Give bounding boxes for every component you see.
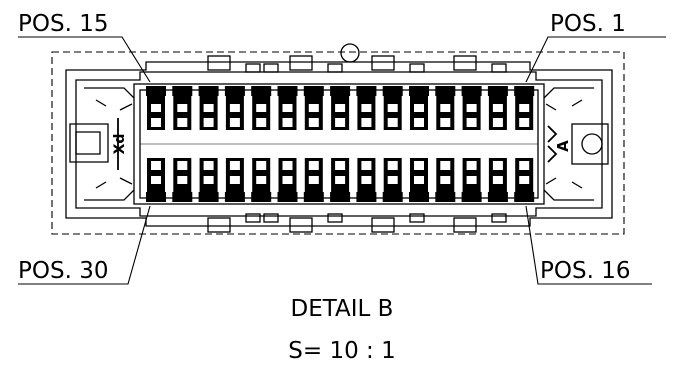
detail-boundary (51, 51, 625, 235)
top-notch-4 (409, 63, 425, 73)
top-notch-2 (263, 63, 279, 73)
pin-top-3 (198, 86, 219, 130)
pin-bottom-2 (172, 158, 193, 202)
edge-tabs (207, 55, 507, 233)
top-tab-1 (207, 55, 231, 71)
label-pos-16: POS. 16 (540, 258, 630, 284)
pin-bottom-3 (198, 158, 219, 202)
pin-top-11 (409, 86, 429, 130)
leader-lines (18, 36, 666, 285)
pin-row-top (146, 86, 535, 130)
pin-top-15 (514, 86, 535, 130)
pin-top-14 (487, 86, 508, 130)
pin-bottom-12 (435, 158, 456, 202)
pin-top-1 (146, 86, 166, 130)
pin-top-2 (172, 86, 193, 130)
label-pos-30: POS. 30 (18, 258, 108, 284)
pin-bottom-13 (461, 158, 482, 202)
scale-label: S= 10 : 1 (288, 338, 395, 364)
logo-mark: Xd (112, 134, 128, 155)
pin-bottom-6 (277, 158, 298, 202)
right-latch-hole (581, 133, 603, 155)
pin-bottom-8 (330, 158, 351, 202)
bottom-tab-4 (453, 217, 477, 233)
detail-title: DETAIL B (291, 296, 394, 322)
leader-pos-16 (525, 205, 652, 285)
top-tab-3 (371, 55, 395, 71)
pin-bottom-15 (514, 158, 535, 202)
bottom-tab-3 (371, 217, 395, 233)
bottom-notch-2 (263, 213, 279, 223)
reference-circle (340, 43, 360, 63)
pin-bottom-7 (303, 158, 324, 202)
top-notch-3 (327, 63, 343, 73)
left-latch (69, 87, 135, 201)
pin-top-10 (382, 86, 403, 130)
pin-bottom-5 (251, 158, 272, 202)
bottom-notch-5 (491, 213, 507, 223)
pin-bottom-11 (409, 158, 429, 202)
pin-row-bottom (146, 158, 535, 202)
top-notch-5 (491, 63, 507, 73)
top-tab-4 (453, 55, 477, 71)
pin-bottom-9 (356, 158, 377, 202)
leader-pos-1 (525, 36, 666, 83)
pin-bottom-4 (224, 158, 245, 202)
pin-top-12 (435, 86, 456, 130)
polarity-mark: A (554, 140, 572, 152)
top-notch-1 (245, 63, 261, 73)
right-latch (543, 87, 609, 201)
pin-top-6 (277, 86, 298, 130)
pin-bottom-1 (146, 158, 166, 202)
pin-top-8 (330, 86, 351, 130)
leader-pos-30 (18, 205, 151, 285)
bottom-notch-3 (327, 213, 343, 223)
label-pos-15: POS. 15 (18, 11, 108, 37)
bottom-notch-4 (409, 213, 425, 223)
leader-pos-15 (18, 36, 151, 83)
pin-top-9 (356, 86, 377, 130)
pin-top-13 (461, 86, 482, 130)
bottom-tab-2 (289, 217, 313, 233)
bottom-notch-1 (245, 213, 261, 223)
bottom-tab-1 (207, 217, 231, 233)
pin-top-7 (303, 86, 324, 130)
pin-top-4 (224, 86, 245, 130)
top-tab-2 (289, 55, 313, 71)
pin-bottom-14 (487, 158, 508, 202)
label-pos-1: POS. 1 (550, 11, 626, 37)
pin-top-5 (251, 86, 272, 130)
pin-bottom-10 (382, 158, 403, 202)
